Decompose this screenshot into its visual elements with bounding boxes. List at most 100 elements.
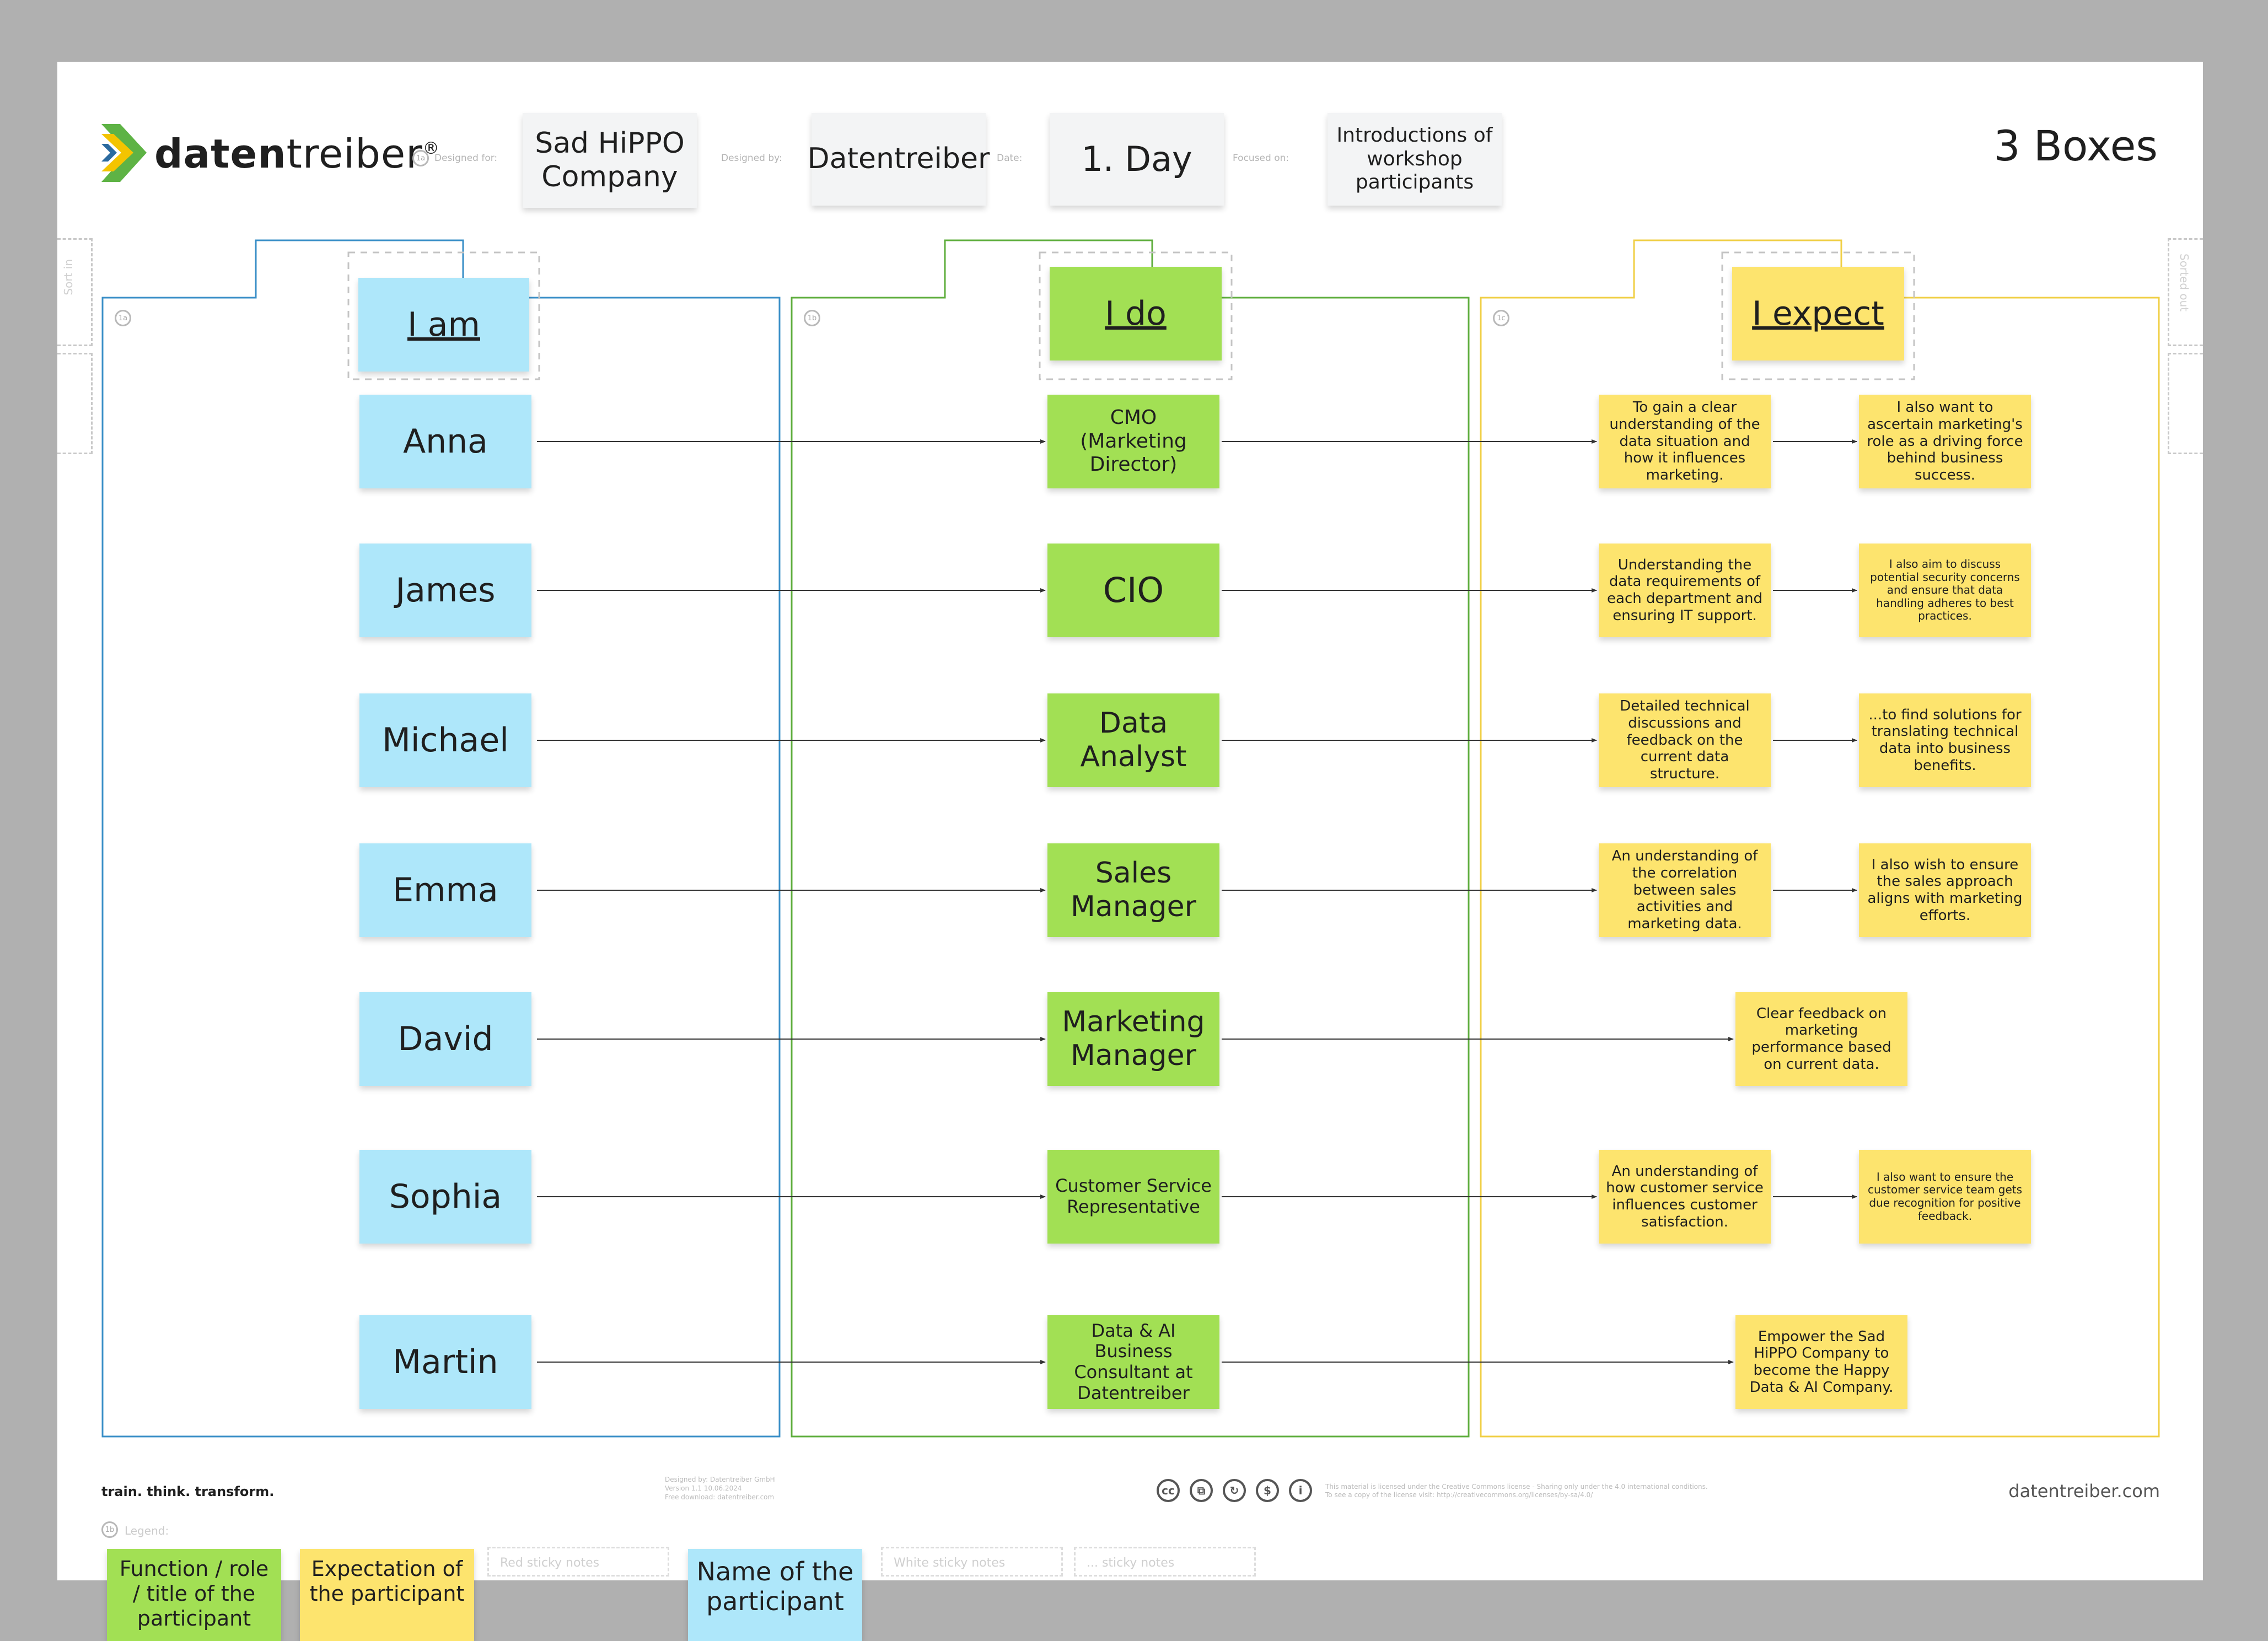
heading-dropzone-2	[1721, 251, 1915, 380]
tagline: train. think. transform.	[101, 1484, 275, 1499]
note-text: I do	[1105, 294, 1167, 333]
note-text: Marketing Manager	[1062, 1005, 1205, 1072]
note-text: Martin	[393, 1342, 498, 1381]
column-badge: 1a	[115, 310, 131, 326]
expectation-note[interactable]: Detailed technical discussions and feedb…	[1599, 693, 1771, 787]
heading-dropzone-0	[347, 251, 540, 380]
legend-note: Expectation of the participant	[300, 1549, 474, 1641]
logo-text-regular: treiber	[286, 131, 423, 177]
share-alike-icon: ↻	[1223, 1479, 1246, 1502]
participant-name-note[interactable]: Martin	[359, 1315, 531, 1409]
credit-line-3: Free download: datentreiber.com	[665, 1493, 775, 1501]
expectation-note[interactable]: Empower the Sad HiPPO Company to become …	[1735, 1315, 1907, 1409]
legend-badge: 1b	[101, 1521, 118, 1538]
column-badge: 1c	[1493, 310, 1509, 326]
note-text: Anna	[403, 422, 488, 461]
note-text: Detailed technical discussions and feedb…	[1620, 698, 1750, 782]
focused-on-note[interactable]: Introductions of workshop participants	[1328, 113, 1502, 206]
date-value: 1. Day	[1081, 139, 1192, 180]
legend-item-text: Function / role / title of the participa…	[119, 1557, 269, 1631]
sort-in-strip-2	[57, 353, 93, 454]
field-label-designed-for: Designed for:	[434, 153, 498, 164]
note-text: Sophia	[389, 1177, 502, 1216]
legend-label: Legend:	[125, 1524, 169, 1537]
note-text: Emma	[393, 870, 498, 910]
sorted-out-strip-2	[2168, 353, 2203, 454]
license-line-2: To see a copy of the license visit: http…	[1325, 1491, 1593, 1499]
footer-credits: Designed by: Datentreiber GmbH Version 1…	[665, 1475, 775, 1502]
participant-role-note[interactable]: CMO (Marketing Director)	[1047, 395, 1219, 488]
legend-placeholder: White sticky notes	[881, 1547, 1063, 1577]
field-label-designed-by: Designed by:	[721, 153, 782, 164]
column-heading-note[interactable]: I do	[1050, 267, 1222, 361]
website-link[interactable]: datentreiber.com	[2008, 1481, 2160, 1502]
column-badge: 1b	[804, 310, 820, 326]
legend-item-text: Red sticky notes	[500, 1556, 600, 1570]
participant-role-note[interactable]: CIO	[1047, 544, 1219, 637]
note-text: Data & AI Business Consultant at Datentr…	[1074, 1320, 1193, 1403]
date-note[interactable]: 1. Day	[1050, 113, 1224, 206]
note-text: I am	[407, 305, 480, 344]
designed-by-value: Datentreiber	[807, 142, 990, 176]
note-text: To gain a clear understanding of the dat…	[1609, 399, 1760, 483]
legend-item-text: Expectation of the participant	[309, 1557, 465, 1606]
participant-name-note[interactable]: Emma	[359, 843, 531, 937]
expectation-followup-note[interactable]: I also wish to ensure the sales approach…	[1859, 843, 2031, 937]
expectation-followup-note[interactable]: I also aim to discuss potential security…	[1859, 544, 2031, 637]
legend-placeholder: ... sticky notes	[1074, 1547, 1256, 1577]
note-text: Michael	[382, 720, 509, 760]
logo-arrow-icon	[101, 124, 147, 182]
template-title: 3 Boxes	[1993, 121, 2158, 170]
heading-dropzone-1	[1039, 251, 1233, 380]
column-heading-note[interactable]: I am	[358, 278, 529, 372]
column-frame-2	[1480, 239, 2160, 1438]
field-label-date: Date:	[997, 153, 1023, 164]
note-text: Customer Service Representative	[1055, 1175, 1212, 1217]
focused-on-value: Introductions of workshop participants	[1336, 124, 1493, 194]
expectation-followup-note[interactable]: ...to find solutions for translating tec…	[1859, 693, 2031, 787]
expectation-note[interactable]: An understanding of how customer service…	[1599, 1150, 1771, 1244]
legend-note: Name of the participant	[688, 1549, 862, 1641]
participant-role-note[interactable]: Data & AI Business Consultant at Datentr…	[1047, 1315, 1219, 1409]
credit-line-2: Version 1.1 10.06.2024	[665, 1484, 742, 1492]
cc-icon: cc	[1157, 1479, 1180, 1502]
expectation-followup-note[interactable]: I also want to ascertain marketing's rol…	[1859, 395, 2031, 488]
participant-name-note[interactable]: James	[359, 544, 531, 637]
credit-line-1: Designed by: Datentreiber GmbH	[665, 1476, 775, 1483]
designed-for-value: Sad HiPPO Company	[535, 126, 685, 193]
note-text: An understanding of how customer service…	[1606, 1163, 1764, 1230]
cc-icons: cc ⧉ ↻ $ i	[1157, 1479, 1322, 1503]
participant-role-note[interactable]: Data Analyst	[1047, 693, 1219, 787]
participant-name-note[interactable]: David	[359, 992, 531, 1086]
expectation-note[interactable]: An understanding of the correlation betw…	[1599, 843, 1771, 937]
designed-for-note[interactable]: Sad HiPPO Company	[523, 113, 697, 208]
note-text: Understanding the data requirements of e…	[1607, 556, 1762, 624]
note-text: I also want to ascertain marketing's rol…	[1867, 399, 2023, 483]
license-line-1: This material is licensed under the Crea…	[1325, 1483, 1708, 1491]
legend-note: Function / role / title of the participa…	[107, 1549, 281, 1641]
sorted-out-label: Sorted out	[2178, 254, 2191, 312]
participant-name-note[interactable]: Sophia	[359, 1150, 531, 1244]
participant-role-note[interactable]: Customer Service Representative	[1047, 1150, 1219, 1244]
expectation-note[interactable]: Clear feedback on marketing performance …	[1735, 992, 1907, 1086]
participant-role-note[interactable]: Sales Manager	[1047, 843, 1219, 937]
attribution-icon: $	[1256, 1479, 1279, 1502]
expectation-note[interactable]: To gain a clear understanding of the dat…	[1599, 395, 1771, 488]
note-text: I also wish to ensure the sales approach…	[1867, 856, 2023, 924]
note-text: David	[397, 1019, 493, 1058]
person-icon: i	[1289, 1479, 1312, 1502]
participant-name-note[interactable]: Michael	[359, 693, 531, 787]
expectation-note[interactable]: Understanding the data requirements of e…	[1599, 544, 1771, 637]
expectation-followup-note[interactable]: I also want to ensure the customer servi…	[1859, 1150, 2031, 1244]
note-text: I also aim to discuss potential security…	[1870, 557, 2020, 623]
note-text: I also want to ensure the customer servi…	[1867, 1170, 2023, 1223]
column-heading-note[interactable]: I expect	[1732, 267, 1904, 361]
note-text: CIO	[1103, 570, 1164, 611]
designed-by-note[interactable]: Datentreiber	[808, 113, 990, 206]
legend-item-text: Name of the participant	[696, 1557, 854, 1617]
note-text: Empower the Sad HiPPO Company to become …	[1749, 1328, 1894, 1396]
note-text: Clear feedback on marketing performance …	[1751, 1005, 1891, 1073]
note-text: Data Analyst	[1080, 706, 1187, 773]
participant-name-note[interactable]: Anna	[359, 395, 531, 488]
participant-role-note[interactable]: Marketing Manager	[1047, 992, 1219, 1086]
